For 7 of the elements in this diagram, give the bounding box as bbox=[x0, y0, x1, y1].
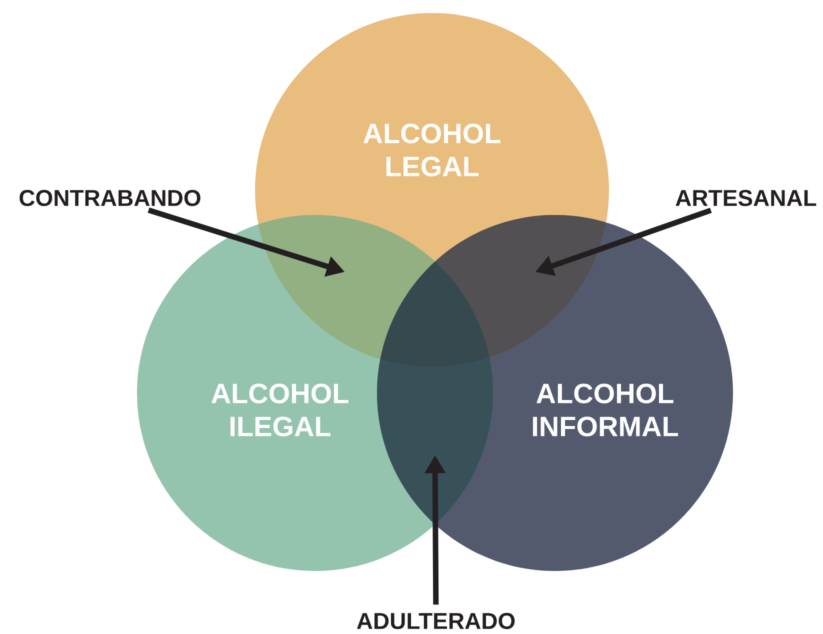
overlap-region bbox=[258, 215, 435, 360]
overlap-region bbox=[377, 357, 493, 524]
overlap-region bbox=[435, 215, 606, 358]
overlap-region bbox=[380, 262, 490, 367]
callout-label: ADULTERADO bbox=[356, 612, 515, 630]
callout-label: ARTESANAL bbox=[676, 190, 816, 206]
callout-label: CONTRABANDO bbox=[20, 190, 200, 206]
